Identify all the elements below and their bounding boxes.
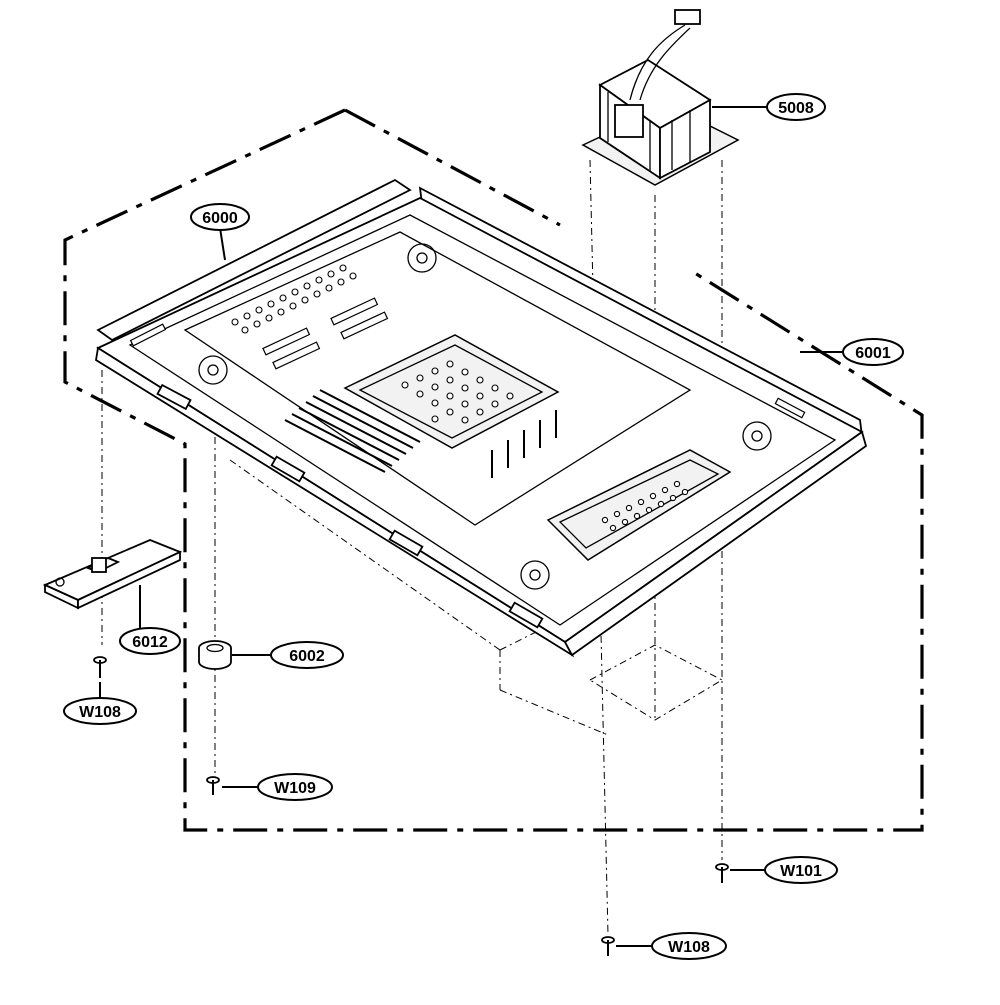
callout-label-6012: 6012 [132, 634, 168, 651]
screw-w109 [206, 776, 220, 795]
callout-6001: 6001 [842, 338, 904, 366]
transformer-5008 [581, 9, 740, 186]
callout-label-6000: 6000 [202, 210, 238, 227]
callout-w108-left: W108 [63, 697, 137, 725]
callout-w109: W109 [257, 773, 333, 801]
screw-w108-left [93, 656, 107, 678]
callout-label-w101: W101 [780, 863, 822, 880]
callout-6012: 6012 [119, 627, 181, 655]
callout-w101: W101 [764, 856, 838, 884]
base-plate-6000 [95, 178, 868, 658]
callout-6002: 6002 [270, 641, 344, 669]
callout-label-6001: 6001 [855, 345, 891, 362]
callout-label-w108-left: W108 [79, 704, 121, 721]
screw-w101 [715, 863, 729, 883]
callout-label-w108-bottom: W108 [668, 939, 710, 956]
callout-6000: 6000 [190, 203, 250, 231]
assembly-boundary [63, 108, 924, 832]
callout-5008: 5008 [766, 93, 826, 121]
screw-w108-bottom [601, 936, 615, 956]
bracket-6012 [42, 539, 183, 610]
callout-label-5008: 5008 [778, 100, 814, 117]
callout-label-w109: W109 [274, 780, 316, 797]
callout-w108-bottom: W108 [651, 932, 727, 960]
foot-6002 [198, 640, 232, 670]
callout-label-6002: 6002 [289, 648, 325, 665]
